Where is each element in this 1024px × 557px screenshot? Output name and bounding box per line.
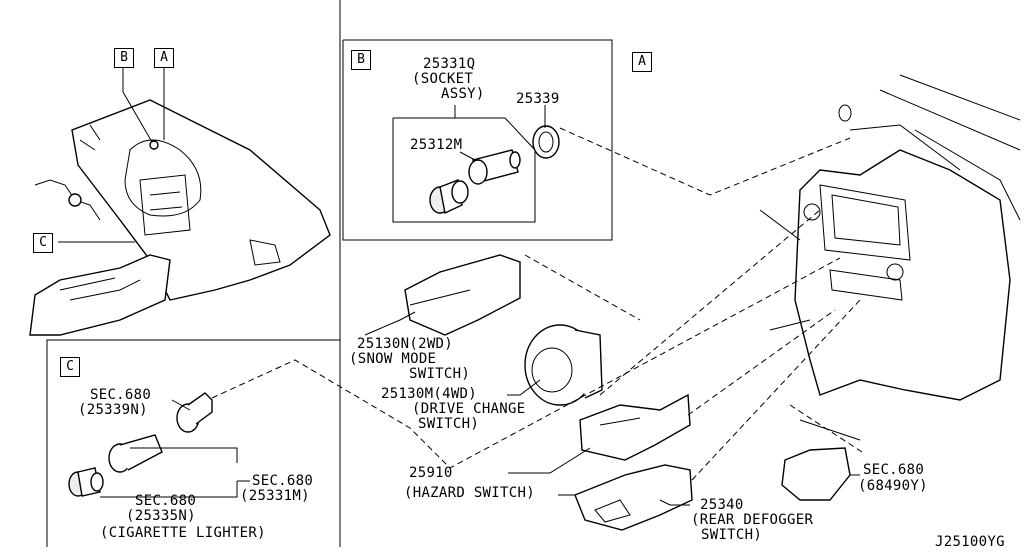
callout-a-section: A: [632, 52, 652, 72]
label-switch-defogger: SWITCH): [701, 527, 763, 543]
diagram-id: J25100YG: [935, 534, 1005, 550]
label-25331q: 25331Q: [423, 56, 476, 72]
leader-lines: [100, 311, 860, 506]
label-drive-change: (DRIVE CHANGE: [412, 401, 526, 417]
label-25339n: (25339N): [78, 402, 148, 418]
section-a-switches-drawing: [404, 254, 851, 531]
label-switch-snow: SWITCH): [409, 366, 471, 382]
label-25130n: 25130N(2WD): [357, 336, 454, 352]
label-hazard-switch: (HAZARD SWITCH): [404, 485, 535, 501]
section-c-drawing: [68, 392, 213, 497]
label-socket: (SOCKET: [412, 71, 474, 87]
callout-b-overview: B: [114, 48, 134, 68]
label-sec680-68490y: SEC.680: [863, 462, 925, 478]
label-switch-drive: SWITCH): [418, 416, 480, 432]
label-25340: 25340: [700, 497, 744, 513]
label-cigarette-lighter: (CIGARETTE LIGHTER): [100, 525, 266, 541]
label-rear-defogger: (REAR DEFOGGER: [691, 512, 814, 528]
dashboard-overview-drawing: [29, 68, 331, 336]
label-sec680-25331m: SEC.680: [252, 473, 314, 489]
section-frames: [46, 0, 613, 547]
label-68490y: (68490Y): [858, 478, 928, 494]
label-25335n: (25335N): [126, 508, 196, 524]
dashed-leaders: [211, 127, 863, 481]
callout-a-overview: A: [154, 48, 174, 68]
label-assy: ASSY): [441, 86, 485, 102]
section-a-console-drawing: [759, 74, 1021, 441]
callout-c-overview: C: [33, 233, 53, 253]
label-sec680-25335n: SEC.680: [135, 493, 197, 509]
label-25331m: (25331M): [240, 488, 310, 504]
label-25312m: 25312M: [410, 137, 463, 153]
label-sec680-25339n: SEC.680: [90, 387, 152, 403]
label-25910: 25910: [409, 465, 453, 481]
label-25130m: 25130M(4WD): [381, 386, 478, 402]
callout-b-section: B: [351, 50, 371, 70]
section-b-drawing: [392, 105, 560, 223]
label-25339: 25339: [516, 91, 560, 107]
label-snow-mode: (SNOW MODE: [349, 351, 437, 367]
callout-c-section: C: [60, 357, 80, 377]
